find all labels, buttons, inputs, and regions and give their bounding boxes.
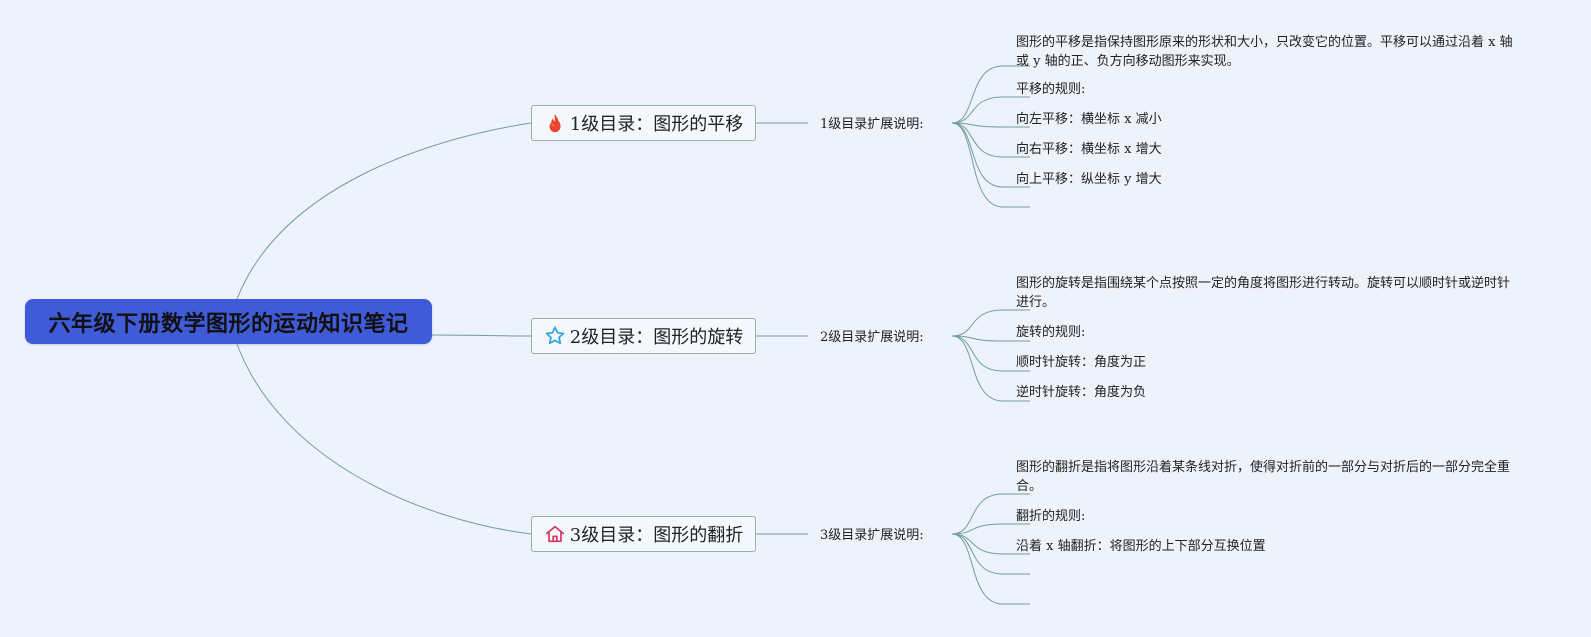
subtopic-2[interactable]: 2级目录扩展说明:: [820, 330, 924, 345]
subtopic-2-to-leaf-1-link: [951, 309, 1030, 337]
leaf-2-2[interactable]: 旋转的规则:: [1016, 325, 1086, 340]
subtopic-2-to-leaf-2-link: [951, 335, 1030, 342]
subtopic-2-to-leaf-4-link: [951, 335, 1030, 402]
subtopic-1-to-leaf-3-link: [951, 122, 1030, 128]
branch-topic-2-label: 2级目录：图形的旋转: [569, 327, 744, 348]
root-to-branch-3-link: [236, 343, 532, 535]
root-topic-label: 六年级下册数学图形的运动知识笔记: [48, 311, 409, 337]
leaf-3-2[interactable]: 翻折的规则:: [1016, 509, 1086, 524]
subtopic-1[interactable]: 1级目录扩展说明:: [820, 117, 924, 132]
home-icon: [544, 523, 566, 545]
leaf-2-3[interactable]: 顺时针旋转：角度为正: [1016, 355, 1147, 370]
subtopic-1-to-leaf-2-link: [951, 96, 1030, 124]
subtopic-3-to-leaf-3-link: [951, 533, 1030, 555]
subtopic-3-to-leaf-1-link: [951, 493, 1030, 535]
subtopic-2-to-leaf-3-link: [951, 335, 1030, 372]
leaf-1-1[interactable]: 图形的平移是指保持图形原来的形状和大小，只改变它的位置。平移可以通过沿着 x 轴…: [1016, 35, 1513, 69]
branch-topic-3[interactable]: 3级目录：图形的翻折: [531, 516, 756, 552]
subtopic-1-to-leaf-1-link: [951, 65, 1030, 124]
leaf-3-3[interactable]: 沿着 x 轴翻折：将图形的上下部分互换位置: [1016, 539, 1266, 554]
leaf-1-4[interactable]: 向右平移：横坐标 x 增大: [1016, 142, 1162, 157]
root-topic[interactable]: 六年级下册数学图形的运动知识笔记: [25, 299, 432, 344]
subtopic-3-to-leaf-5-link: [951, 533, 1030, 605]
leaf-2-1[interactable]: 图形的旋转是指围绕某个点按照一定的角度将图形进行转动。旋转可以顺时针或逆时针进行…: [1016, 276, 1511, 310]
leaf-1-2[interactable]: 平移的规则:: [1016, 82, 1086, 97]
subtopic-1-to-leaf-6-link: [951, 122, 1030, 208]
branch-topic-1[interactable]: 1级目录：图形的平移: [531, 105, 756, 141]
subtopic-3-to-leaf-2-link: [951, 523, 1030, 535]
branch-topic-1-label: 1级目录：图形的平移: [569, 114, 744, 135]
leaf-3-1[interactable]: 图形的翻折是指将图形沿着某条线对折，使得对折前的一部分与对折后的一部分完全重合。: [1016, 460, 1511, 494]
subtopic-3-to-leaf-4-link: [951, 533, 1030, 575]
fire-icon: [544, 112, 566, 134]
root-to-branch-2-link: [431, 334, 532, 337]
star-icon: [544, 325, 566, 347]
leaf-1-5[interactable]: 向上平移：纵坐标 y 增大: [1016, 172, 1162, 187]
root-to-branch-1-link: [236, 122, 532, 300]
subtopic-3[interactable]: 3级目录扩展说明:: [820, 528, 924, 543]
branch-topic-3-label: 3级目录：图形的翻折: [569, 525, 744, 546]
branch-topic-2[interactable]: 2级目录：图形的旋转: [531, 318, 756, 354]
leaf-1-3[interactable]: 向左平移：横坐标 x 减小: [1016, 112, 1162, 127]
subtopic-1-to-leaf-4-link: [951, 122, 1030, 158]
leaf-2-4[interactable]: 逆时针旋转：角度为负: [1016, 385, 1147, 400]
